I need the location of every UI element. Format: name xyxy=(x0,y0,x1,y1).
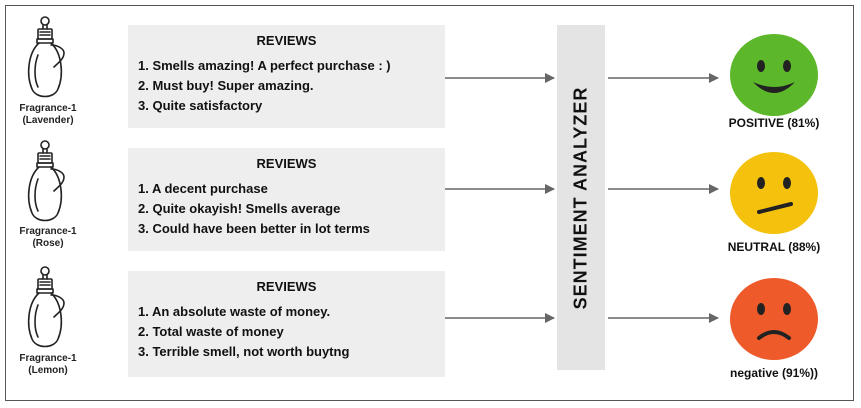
reviews-title: REVIEWS xyxy=(256,33,317,48)
reviews-title: REVIEWS xyxy=(256,279,317,294)
perfume-bottle-icon xyxy=(27,140,65,222)
review-line: 1. An absolute waste of money. xyxy=(138,304,331,319)
review-line: 2. Quite okayish! Smells average xyxy=(138,201,341,216)
review-line: 2. Total waste of money xyxy=(138,324,284,339)
neutral-face-icon xyxy=(730,152,818,234)
review-box: REVIEWS 1. A decent purchase 2. Quite ok… xyxy=(128,148,445,251)
product-label: Fragrance-1 (Lavender) xyxy=(3,103,93,127)
product-variant: (Lemon) xyxy=(28,365,68,376)
review-line: 3. Quite satisfactory xyxy=(138,98,263,113)
perfume-bottle-icon xyxy=(27,16,65,98)
review-line: 1. Smells amazing! A perfect purchase : … xyxy=(138,58,391,73)
sad-face-icon xyxy=(730,278,818,360)
reviews-title: REVIEWS xyxy=(256,156,317,171)
product-name: Fragrance-1 xyxy=(19,226,77,237)
product-label: Fragrance-1 (Lemon) xyxy=(3,353,93,377)
product-label: Fragrance-1 (Rose) xyxy=(3,226,93,250)
review-line: 3. Terrible smell, not worth buytng xyxy=(138,344,350,359)
review-box: REVIEWS 1. Smells amazing! A perfect pur… xyxy=(128,25,445,128)
sentiment-analyzer-box: SENTIMENT ANALYZER xyxy=(557,25,605,370)
review-line: 2. Must buy! Super amazing. xyxy=(138,78,314,93)
product-name: Fragrance-1 xyxy=(19,103,77,114)
happy-face-icon xyxy=(730,34,818,116)
review-line: 1. A decent purchase xyxy=(138,181,268,196)
review-box: REVIEWS 1. An absolute waste of money. 2… xyxy=(128,271,445,377)
product-name: Fragrance-1 xyxy=(19,353,77,364)
product-variant: (Rose) xyxy=(32,238,64,249)
sentiment-result: negative (91%)) xyxy=(729,366,819,380)
perfume-bottle-icon xyxy=(27,266,65,348)
review-line: 3. Could have been better in lot terms xyxy=(138,221,370,236)
sentiment-result: POSITIVE (81%) xyxy=(728,116,820,130)
product-variant: (Lavender) xyxy=(22,115,74,126)
sentiment-result: NEUTRAL (88%) xyxy=(727,240,821,254)
